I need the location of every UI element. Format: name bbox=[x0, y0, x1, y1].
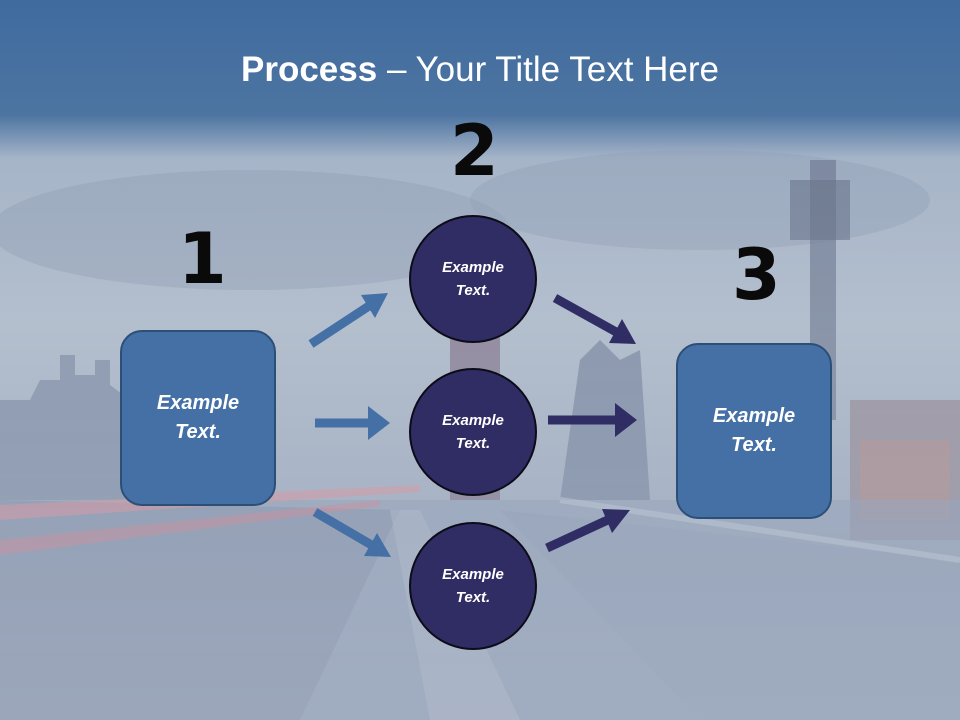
output-box-text: Example Text. bbox=[712, 405, 796, 456]
title-bold: Process bbox=[241, 50, 378, 89]
step-number-2: 2 bbox=[450, 110, 499, 192]
input-box: Example Text. bbox=[120, 330, 276, 506]
arrow-right-down bbox=[552, 294, 636, 344]
output-box: Example Text. bbox=[676, 343, 832, 519]
arrow-right-middle bbox=[548, 403, 637, 437]
step-number-3: 3 bbox=[732, 234, 781, 316]
arrow-left-middle bbox=[315, 406, 390, 440]
process-circle-bottom: Example Text. bbox=[409, 522, 537, 650]
process-circle-middle-text: Example Text. bbox=[442, 412, 504, 452]
step-number-1: 1 bbox=[178, 218, 227, 300]
arrow-left-down bbox=[312, 508, 391, 557]
process-circle-middle: Example Text. bbox=[409, 368, 537, 496]
input-box-text: Example Text. bbox=[156, 392, 240, 443]
process-circle-top: Example Text. bbox=[409, 215, 537, 343]
slide-title: Process – Your Title Text Here bbox=[0, 50, 960, 90]
process-circle-bottom-text: Example Text. bbox=[442, 566, 504, 606]
process-circle-top-text: Example Text. bbox=[442, 259, 504, 299]
arrow-left-up bbox=[308, 293, 388, 348]
title-rest: – Your Title Text Here bbox=[377, 50, 719, 89]
arrow-right-up bbox=[545, 509, 630, 553]
